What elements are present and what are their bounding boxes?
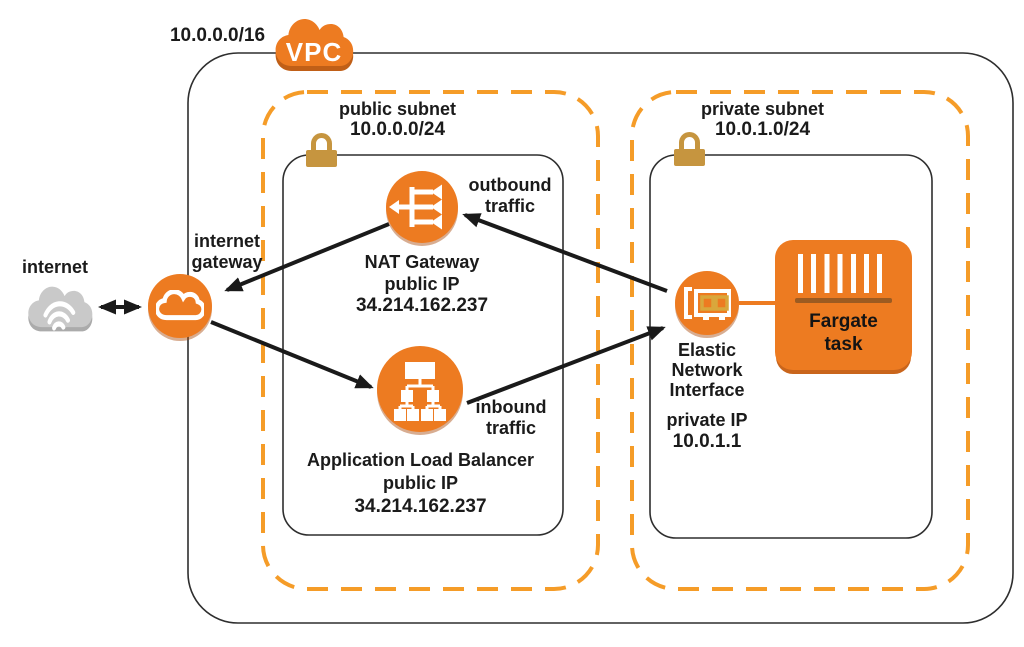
lock-shackle — [311, 133, 332, 156]
load-balancer-ip: 34.214.162.237 — [354, 496, 487, 517]
inbound-line1: inbound — [475, 397, 547, 417]
lock-body — [674, 149, 705, 166]
public-subnet-inner-box — [282, 154, 564, 536]
nat-gateway-label: NAT Gateway public IP 34.214.162.237 — [322, 251, 522, 317]
fargate-container-stripes — [798, 254, 890, 293]
fargate-task-icon: Fargate task — [775, 240, 912, 370]
private-subnet-cidr: 10.0.1.0/24 — [714, 118, 811, 140]
fargate-label-line2: task — [824, 334, 863, 355]
lock-shackle — [679, 132, 700, 155]
internet-gateway-label: internet gateway — [160, 231, 294, 273]
fargate-base-bar — [795, 298, 892, 303]
vpc-cloud-label: VPC — [285, 37, 343, 67]
wifi-icon — [43, 301, 76, 331]
private-subnet-inner-box — [649, 154, 933, 539]
arrow-igw-to-alb — [210, 320, 374, 389]
nat-gateway-name: NAT Gateway — [364, 252, 480, 272]
public-subnet-label: public subnet 10.0.0.0/24 — [320, 99, 475, 140]
private-subnet-boundary — [630, 90, 970, 591]
cloud-outline-icon — [156, 290, 204, 321]
load-balancer-glyph — [394, 362, 446, 421]
vpc-cidr-text: 10.0.0.0/16 — [169, 25, 266, 46]
igw-label-line2: gateway — [191, 252, 263, 272]
eni-ip-title: private IP — [666, 410, 748, 430]
arrow-nat-to-igw — [224, 222, 390, 292]
igw-label-line1: internet — [193, 231, 260, 251]
load-balancer-label: Application Load Balancer public IP 34.2… — [298, 449, 543, 518]
arrow-alb-to-eni — [466, 326, 666, 405]
outbound-line2: traffic — [484, 196, 535, 216]
outbound-traffic-label: outbound traffic — [445, 175, 575, 217]
load-balancer-ip-label: public IP — [382, 473, 458, 493]
eni-label-line2: Network — [671, 360, 743, 380]
vpc-cloud-shape — [275, 19, 354, 71]
public-subnet-boundary — [261, 90, 600, 591]
eni-ip-label: private IP 10.0.1.1 — [632, 409, 782, 453]
private-subnet-title: private subnet — [700, 99, 825, 119]
public-subnet-cidr: 10.0.0.0/24 — [349, 118, 446, 140]
fargate-label-line1: Fargate — [809, 311, 878, 332]
eni-label: Elastic Network Interface — [632, 340, 782, 400]
traffic-arrows — [98, 213, 668, 405]
nat-gateway-icon — [386, 171, 458, 243]
internet-gateway-icon — [148, 274, 212, 338]
vpc-cloud-icon: VPC — [274, 16, 354, 74]
nat-gateway-ip-label: public IP — [384, 274, 460, 294]
eni-ip-value: 10.0.1.1 — [672, 431, 742, 452]
vpc-cidr-label: 10.0.0.0/16 — [160, 25, 275, 46]
private-subnet-lock-icon — [674, 132, 705, 166]
vpc-boundary — [187, 52, 1014, 624]
public-subnet-lock-icon — [306, 133, 337, 167]
eni-label-line3: Interface — [669, 380, 745, 400]
fargate-task-label: Fargate task — [775, 310, 912, 356]
internet-cloud-shape — [28, 286, 93, 332]
load-balancer-name: Application Load Balancer — [306, 450, 535, 470]
eni-label-line1: Elastic — [677, 340, 737, 360]
public-subnet-title: public subnet — [339, 99, 456, 119]
internet-text: internet — [21, 257, 88, 277]
nat-gateway-glyph — [389, 184, 442, 230]
private-subnet-label: private subnet 10.0.1.0/24 — [685, 99, 840, 140]
lock-body — [306, 150, 337, 167]
eni-icon — [675, 271, 739, 335]
inbound-traffic-label: inbound traffic — [446, 397, 576, 439]
arrow-eni-to-nat — [462, 213, 668, 293]
load-balancer-icon — [377, 346, 463, 432]
eni-port-left — [700, 295, 715, 311]
inbound-line2: traffic — [485, 418, 536, 438]
nat-gateway-ip: 34.214.162.237 — [355, 295, 489, 316]
internet-label: internet — [5, 257, 105, 278]
eni-glyph — [684, 287, 731, 320]
outbound-line1: outbound — [468, 175, 552, 195]
internet-cloud-icon — [27, 284, 93, 334]
eni-port-right — [714, 295, 729, 311]
